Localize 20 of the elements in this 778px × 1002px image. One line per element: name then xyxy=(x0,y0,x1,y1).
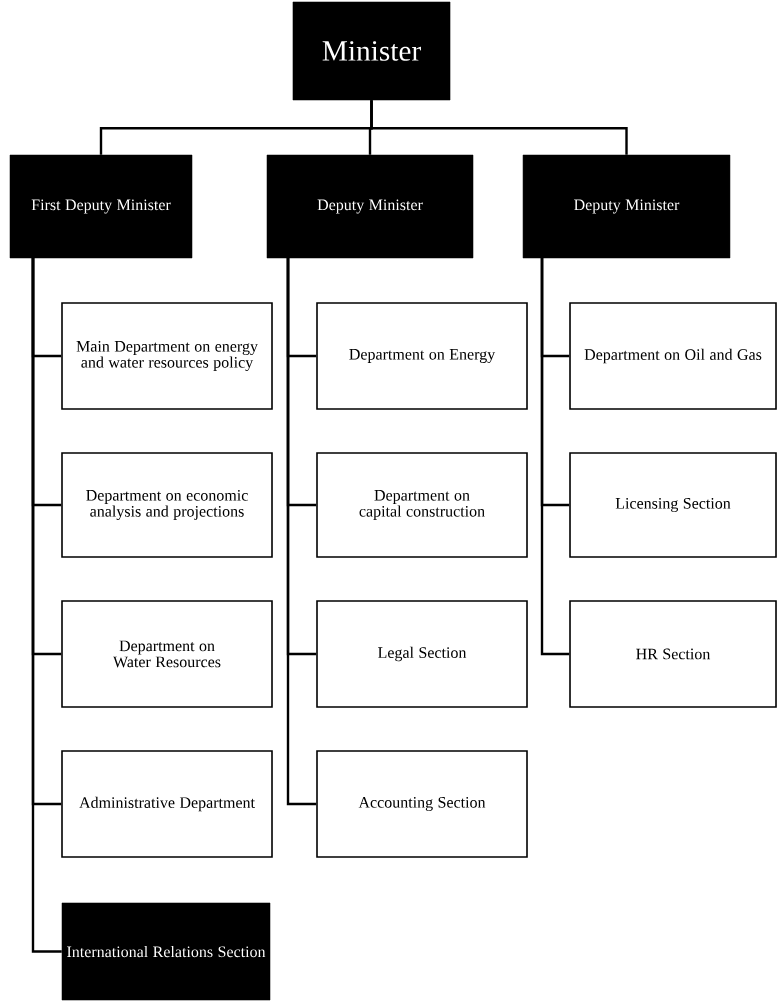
title-box: Minister xyxy=(292,1,451,101)
connector-line xyxy=(31,258,62,953)
department-box: Department on Oil and Gas xyxy=(569,302,777,410)
department-box: Licensing Section xyxy=(569,452,777,558)
title-box: International Relations Section xyxy=(61,902,271,1001)
department-box: Accounting Section xyxy=(316,750,528,858)
department-box: Department on economic analysis and projections xyxy=(61,452,273,558)
title-box: Deputy Minister xyxy=(266,154,474,259)
department-box: Department on capital construction xyxy=(316,452,528,558)
connector-line xyxy=(370,100,628,155)
department-box: Department on Water Resources xyxy=(61,600,273,708)
department-box: Main Department on energy and water resources policy xyxy=(61,302,273,410)
department-box: HR Section xyxy=(569,600,777,708)
title-box: First Deputy Minister xyxy=(9,154,193,259)
department-box: Legal Section xyxy=(316,600,528,708)
department-box: Department on Energy xyxy=(316,302,528,410)
connector-line xyxy=(540,258,570,656)
title-box: Deputy Minister xyxy=(522,154,731,259)
connector-line xyxy=(286,258,317,806)
department-box: Administrative Department xyxy=(61,750,273,858)
